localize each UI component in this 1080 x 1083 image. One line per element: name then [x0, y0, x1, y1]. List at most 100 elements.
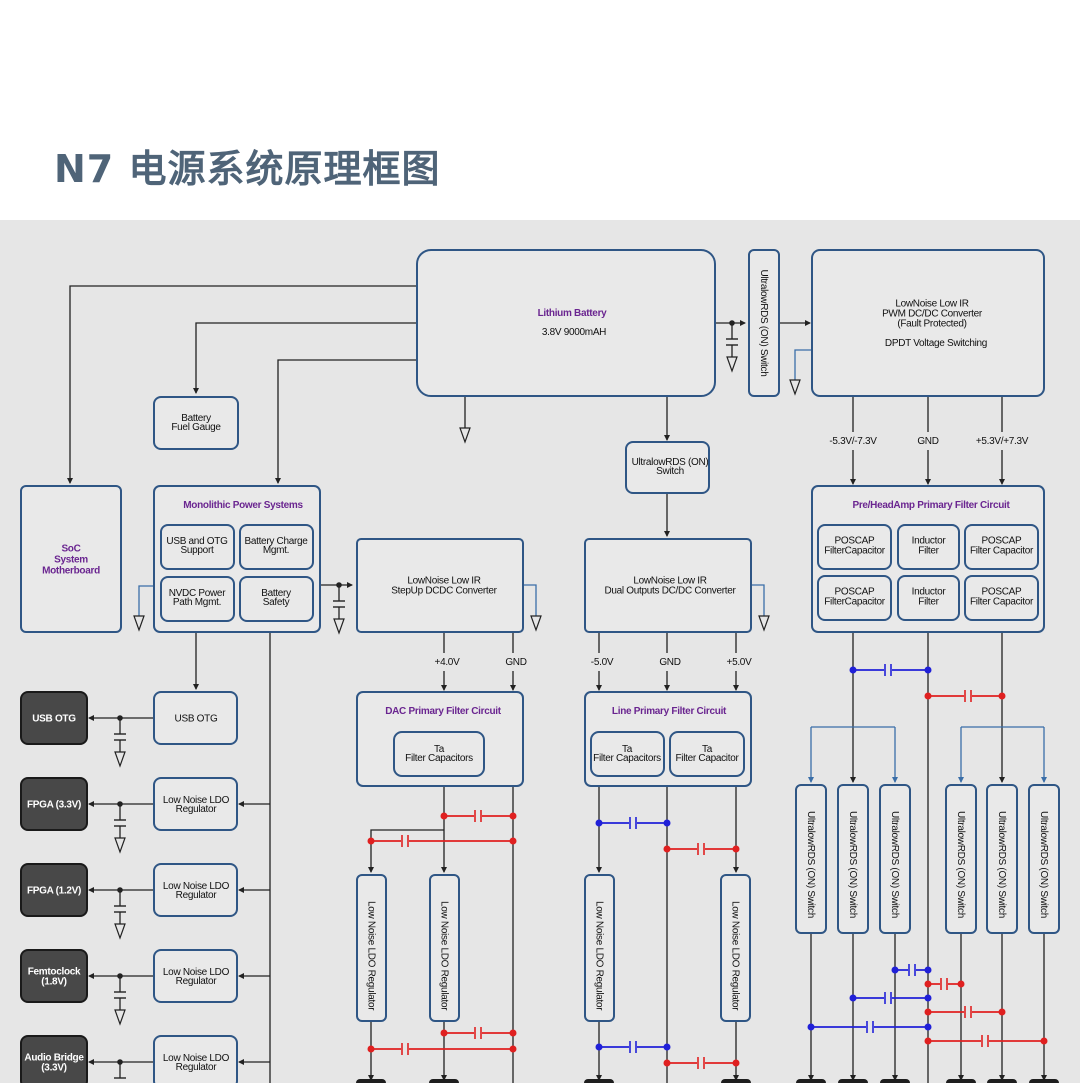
junction-dot	[367, 1045, 375, 1053]
label: Femtoclock	[28, 967, 81, 978]
source-block[interactable]	[153, 691, 238, 745]
capacitor-gap	[964, 1011, 972, 1013]
label: USB OTG	[32, 714, 76, 725]
load-block[interactable]	[20, 1035, 88, 1083]
line-filter-title: Line Primary Filter Circuit	[612, 706, 727, 717]
label: Low Noise LDO	[163, 967, 230, 978]
ground-icon	[114, 751, 126, 768]
source-block[interactable]	[153, 1035, 238, 1083]
switch-output-block[interactable]	[795, 784, 827, 934]
junction-dot	[595, 1043, 603, 1051]
pwm-converter-label: LowNoise Low IR	[895, 299, 968, 310]
output-load-block[interactable]	[721, 1079, 751, 1083]
label: Low Noise LDO	[163, 1053, 230, 1064]
ground-icon	[114, 1009, 126, 1026]
ground-icon	[726, 356, 738, 373]
preamp-cell[interactable]	[817, 575, 892, 621]
switch-top-block[interactable]	[748, 249, 780, 397]
output-load-block[interactable]	[796, 1079, 826, 1083]
lithium-battery-block[interactable]	[416, 249, 716, 397]
label: Path Mgmt.	[173, 597, 221, 608]
switch-output-block[interactable]	[879, 784, 911, 934]
switch-output-block-label: UltralowRDS (ON) Switch	[1038, 811, 1049, 918]
output-load-block[interactable]	[429, 1079, 459, 1083]
dual-converter-block[interactable]	[584, 538, 752, 633]
output-load-block[interactable]	[356, 1079, 386, 1083]
switch-output-block-label: UltralowRDS (ON) Switch	[847, 811, 858, 918]
label: Filter	[918, 597, 939, 608]
soc-motherboard-block[interactable]	[20, 485, 122, 633]
preamp-cell[interactable]	[897, 524, 960, 570]
output-load-block[interactable]	[838, 1079, 868, 1083]
label: Ta	[702, 744, 713, 755]
label: USB and OTG	[166, 536, 228, 547]
capacitor-gap	[964, 695, 972, 697]
label: USB OTG	[175, 714, 218, 725]
output-load-block[interactable]	[880, 1079, 910, 1083]
switch-output-block[interactable]	[986, 784, 1018, 934]
wire	[794, 349, 812, 380]
label: Filter Capacitor	[676, 753, 740, 764]
preamp-cell[interactable]	[817, 524, 892, 570]
rail-label: GND	[917, 436, 938, 447]
pwm-converter-block[interactable]	[811, 249, 1045, 397]
switch-mid-block[interactable]	[625, 441, 710, 494]
switch-output-block[interactable]	[945, 784, 977, 934]
junction-dot	[440, 812, 448, 820]
capacitor-gap	[884, 997, 892, 999]
preamp-filter-title: Pre/HeadAmp Primary Filter Circuit	[852, 500, 1010, 511]
preamp-cell[interactable]	[964, 524, 1039, 570]
ldo-regulator-block[interactable]	[720, 874, 751, 1022]
mps-cell[interactable]	[160, 524, 235, 570]
label: Filter Capacitor	[970, 546, 1034, 557]
junction-dot	[509, 812, 517, 820]
source-block[interactable]	[153, 949, 238, 1003]
line-filter-cell[interactable]	[669, 731, 745, 777]
dac-filter-cell[interactable]	[393, 731, 485, 777]
ldo-regulator-block[interactable]	[356, 874, 387, 1022]
rail-label: GND	[659, 657, 680, 668]
preamp-cell[interactable]	[897, 575, 960, 621]
label: Low Noise LDO	[163, 881, 230, 892]
capacitor-gap	[629, 822, 637, 824]
capacitor-gap	[474, 815, 482, 817]
load-block[interactable]	[20, 777, 88, 831]
load-block[interactable]	[20, 949, 88, 1003]
output-load-block[interactable]	[987, 1079, 1017, 1083]
source-block[interactable]	[153, 777, 238, 831]
mps-cell[interactable]	[239, 576, 314, 622]
label: UltralowRDS (ON)	[632, 457, 709, 468]
ground-icon	[789, 379, 801, 396]
ldo-regulator-block-label: Low Noise LDO Regulator	[439, 901, 450, 1011]
output-load-block[interactable]	[584, 1079, 614, 1083]
label: Mgmt.	[263, 545, 289, 556]
junction-dot	[663, 1059, 671, 1067]
rail-label: -5.3V/-7.3V	[829, 436, 877, 447]
load-block[interactable]	[20, 863, 88, 917]
mps-cell[interactable]	[160, 576, 235, 622]
source-block[interactable]	[153, 863, 238, 917]
output-load-block[interactable]	[946, 1079, 976, 1083]
output-load-block[interactable]	[1029, 1079, 1059, 1083]
capacitor-gap	[629, 1046, 637, 1048]
switch-output-block[interactable]	[1028, 784, 1060, 934]
ldo-regulator-block[interactable]	[584, 874, 615, 1022]
label: Filter Capacitor	[970, 597, 1034, 608]
capacitor-gap	[884, 669, 892, 671]
label: POSCAP	[982, 587, 1023, 598]
label: Filter Capacitors	[405, 753, 473, 764]
ground-icon	[530, 615, 542, 632]
switch-output-block[interactable]	[837, 784, 869, 934]
stepup-converter-block[interactable]	[356, 538, 524, 633]
ground-icon	[114, 923, 126, 940]
wire	[523, 584, 537, 616]
fuel-gauge-block[interactable]	[153, 396, 239, 450]
preamp-cell[interactable]	[964, 575, 1039, 621]
line-filter-cell[interactable]	[590, 731, 665, 777]
load-block[interactable]	[20, 691, 88, 745]
dac-filter-title: DAC Primary Filter Circuit	[385, 706, 502, 717]
ldo-regulator-block[interactable]	[429, 874, 460, 1022]
mps-cell[interactable]	[239, 524, 314, 570]
junction-dot	[924, 666, 932, 674]
